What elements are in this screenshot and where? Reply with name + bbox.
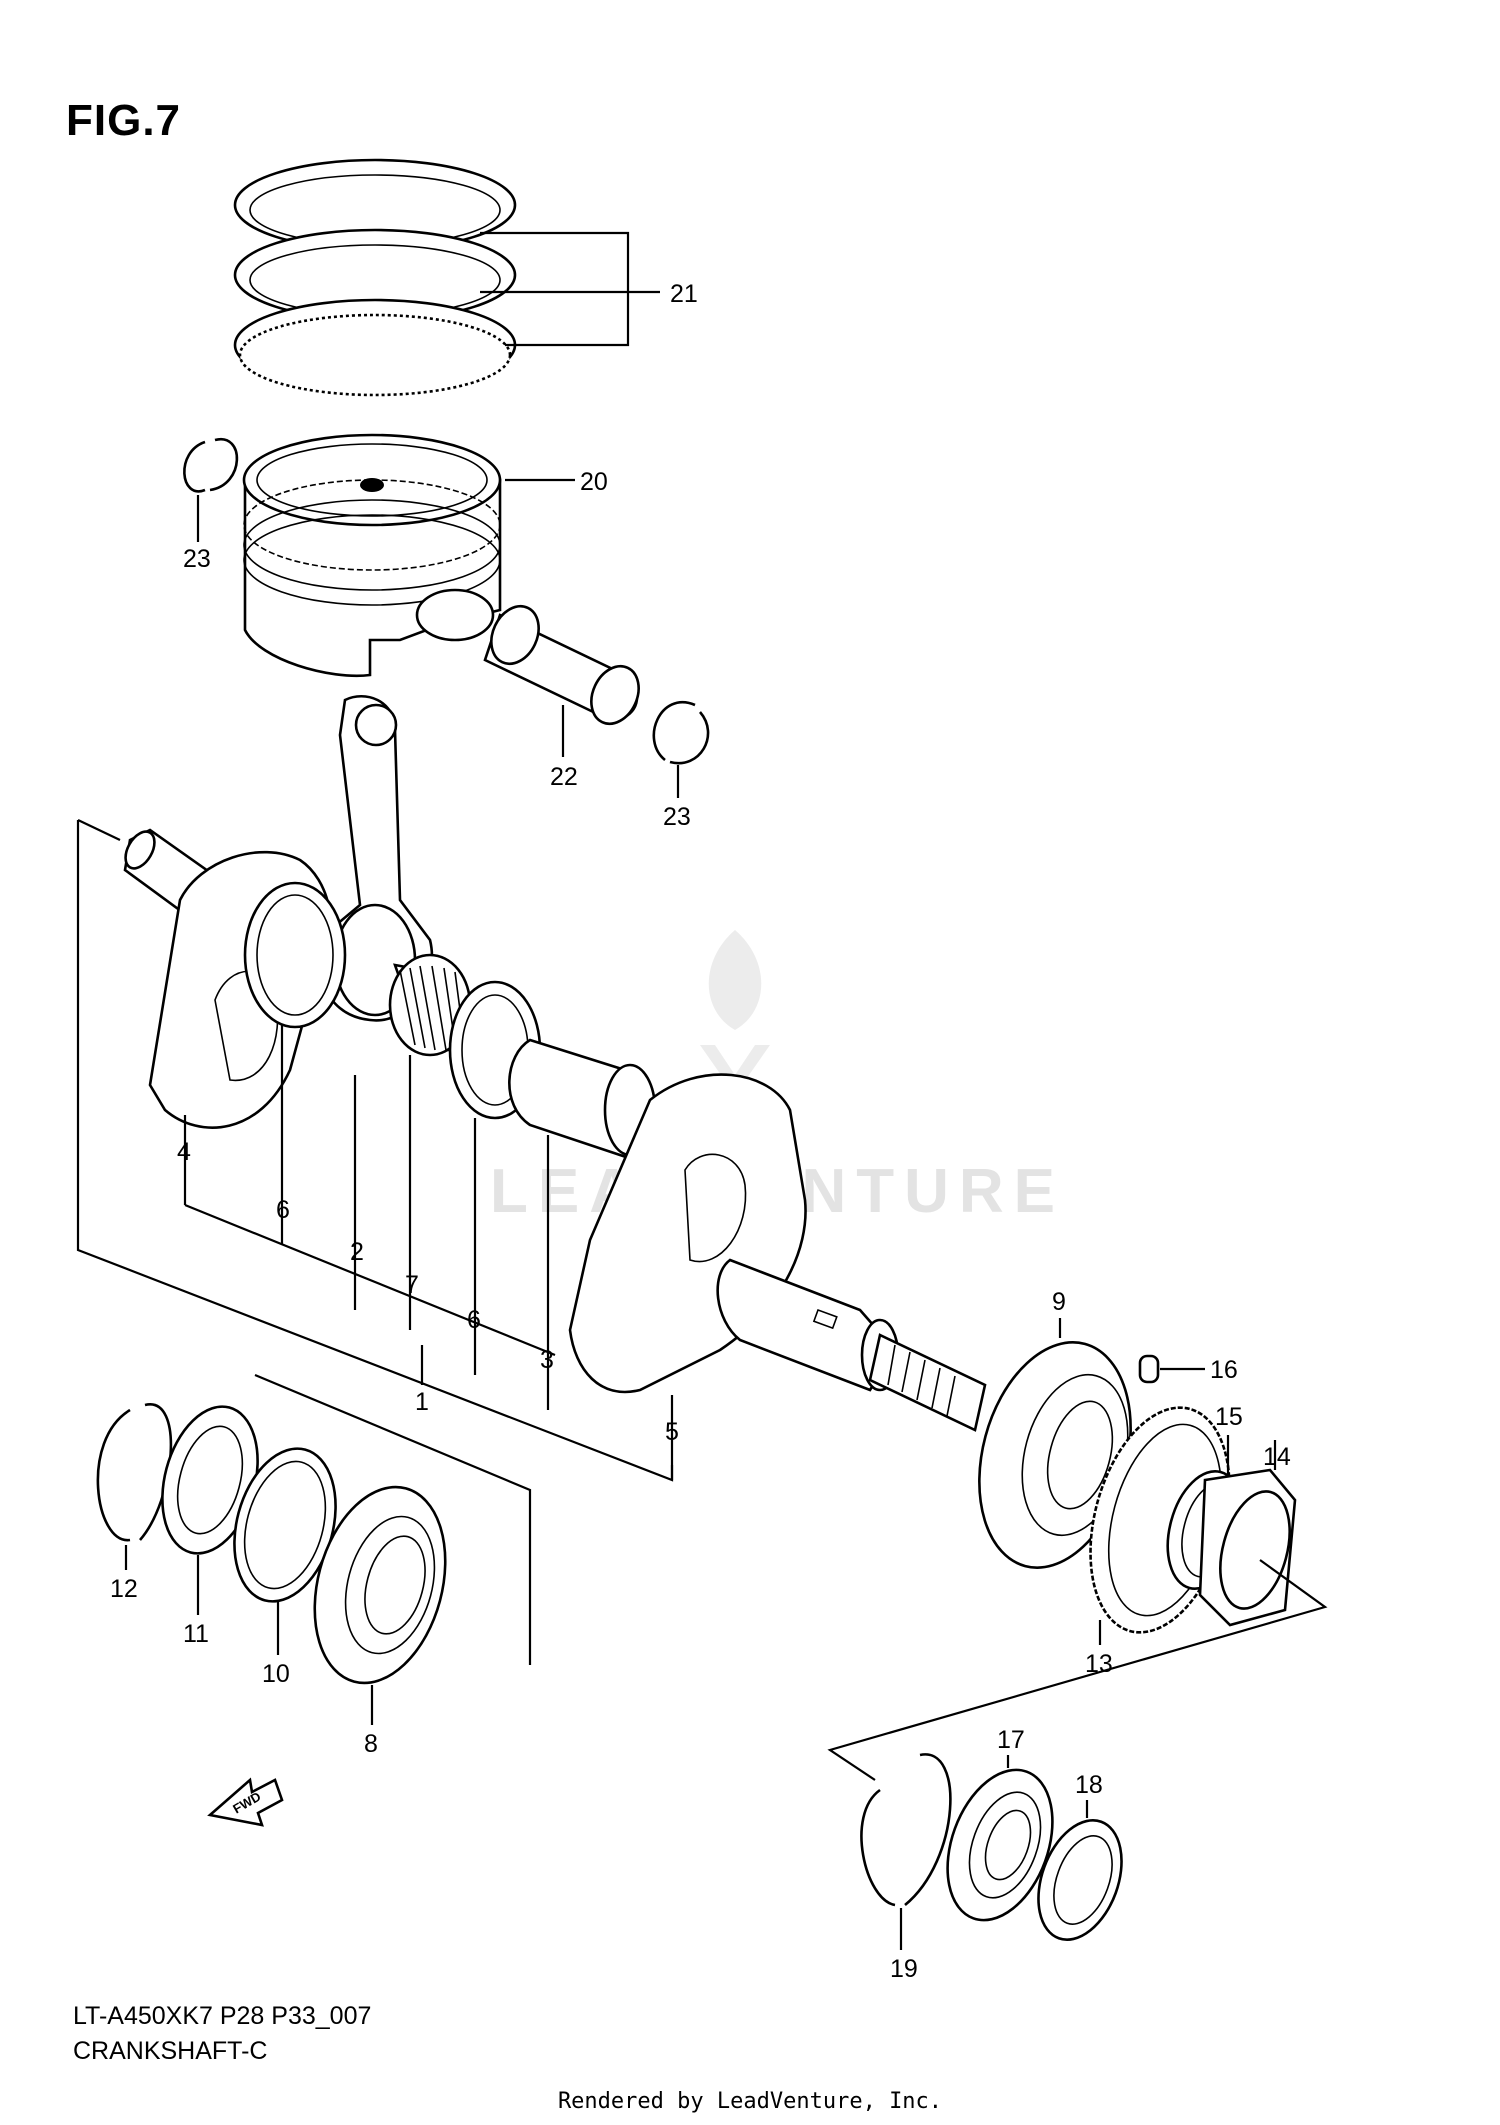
nut-14[interactable] xyxy=(1198,1468,1301,1627)
callout-18: 18 xyxy=(1075,1771,1103,1799)
footer-credit: Rendered by LeadVenture, Inc. xyxy=(557,2089,943,2114)
oil-seal-18[interactable] xyxy=(1023,1809,1137,1952)
callout-17: 17 xyxy=(997,1726,1025,1754)
callout-15: 15 xyxy=(1215,1403,1243,1431)
piston[interactable] xyxy=(242,433,502,678)
callout-23-upper: 23 xyxy=(183,545,211,573)
callout-6-right: 6 xyxy=(467,1306,481,1334)
callout-13: 13 xyxy=(1085,1650,1113,1678)
callout-11: 11 xyxy=(183,1620,209,1648)
callout-16: 16 xyxy=(1210,1356,1238,1384)
callout-6-left: 6 xyxy=(276,1196,290,1224)
spacer-10[interactable] xyxy=(218,1437,351,1613)
callout-22: 22 xyxy=(550,763,578,791)
piston-pin[interactable] xyxy=(482,599,647,732)
callout-2: 2 xyxy=(350,1238,364,1266)
callout-5: 5 xyxy=(665,1418,679,1446)
circlip-right[interactable] xyxy=(652,701,710,765)
fwd-arrow-icon: FWD xyxy=(207,1777,284,1827)
model-code: LT-A450XK7 P28 P33_007 xyxy=(73,2002,372,2030)
section-name: CRANKSHAFT-C xyxy=(73,2037,268,2065)
piston-rings[interactable] xyxy=(233,158,517,397)
assembly-bracket xyxy=(76,819,674,1482)
callout-10: 10 xyxy=(262,1660,290,1688)
callout-12: 12 xyxy=(110,1575,138,1603)
callout-7: 7 xyxy=(405,1271,419,1299)
callout-20: 20 xyxy=(580,468,608,496)
circlip-12[interactable] xyxy=(96,1403,173,1542)
callout-14: 14 xyxy=(1263,1443,1291,1471)
circlip-left[interactable] xyxy=(183,437,239,493)
bearing-8[interactable] xyxy=(294,1472,466,1697)
callout-21: 21 xyxy=(670,280,698,308)
callout-9: 9 xyxy=(1052,1288,1066,1316)
crankshaft-assembly[interactable] xyxy=(120,695,987,1432)
callout-3: 3 xyxy=(540,1346,554,1374)
callout-23-lower: 23 xyxy=(663,803,691,831)
pin-16[interactable] xyxy=(1138,1354,1160,1384)
circlip-19[interactable] xyxy=(860,1753,952,1907)
callout-4: 4 xyxy=(177,1138,191,1166)
figure-title: FIG.7 xyxy=(66,96,182,145)
callout-8: 8 xyxy=(364,1730,378,1758)
callout-1: 1 xyxy=(415,1388,429,1416)
callout-19: 19 xyxy=(890,1955,918,1983)
